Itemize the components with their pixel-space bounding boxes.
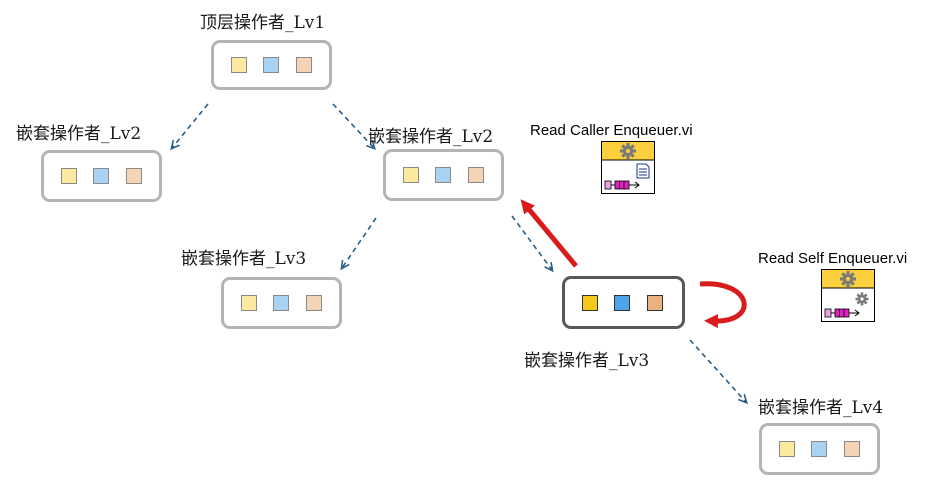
actor-square-blue xyxy=(273,295,289,311)
red-arrow-self-loop xyxy=(699,281,747,329)
arrow-lv3-to-lv4 xyxy=(689,339,746,402)
label-read-self-enqueuer: Read Self Enqueuer.vi xyxy=(758,250,908,267)
actor-square-peach xyxy=(126,168,142,184)
label-read-caller-enqueuer: Read Caller Enqueuer.vi xyxy=(530,122,693,139)
actor-square-peach xyxy=(468,167,484,183)
actor-square-blue xyxy=(93,168,109,184)
red-arrow-to-caller xyxy=(520,199,578,268)
actor-square-peach xyxy=(296,57,312,73)
actor-square-yellow xyxy=(582,295,598,311)
actor-square-yellow xyxy=(61,168,77,184)
actor-square-yellow xyxy=(241,295,257,311)
actor-node-lv2-right xyxy=(383,149,504,201)
arrow-lv2-to-lv3-left xyxy=(342,217,377,268)
actor-square-blue xyxy=(435,167,451,183)
actor-square-yellow xyxy=(403,167,419,183)
actor-node-top-lv1 xyxy=(211,40,332,90)
actor-square-yellow xyxy=(779,441,795,457)
label-nested-lv2-right: 嵌套操作者_Lv2 xyxy=(368,127,494,147)
label-nested-lv3-active: 嵌套操作者_Lv3 xyxy=(524,351,650,371)
actor-node-lv3-left xyxy=(221,277,342,329)
arrow-lv1-to-lv2-right xyxy=(332,103,374,148)
arrow-lv1-to-lv2-left xyxy=(172,103,209,148)
label-nested-lv3-left: 嵌套操作者_Lv3 xyxy=(181,249,307,269)
actor-square-peach xyxy=(844,441,860,457)
arrow-lv2-to-lv3-active xyxy=(511,215,552,270)
actor-node-lv2-left xyxy=(41,150,162,202)
label-nested-lv2-left: 嵌套操作者_Lv2 xyxy=(16,124,142,144)
actor-square-peach xyxy=(306,295,322,311)
actor-square-yellow xyxy=(231,57,247,73)
label-nested-lv4: 嵌套操作者_Lv4 xyxy=(758,398,884,418)
actor-square-blue xyxy=(811,441,827,457)
actor-square-blue xyxy=(263,57,279,73)
actor-square-peach xyxy=(647,295,663,311)
read-self-enqueuer-icon xyxy=(821,269,875,322)
label-top-lv1: 顶层操作者_Lv1 xyxy=(200,13,326,33)
actor-square-blue xyxy=(614,295,630,311)
read-caller-enqueuer-icon xyxy=(601,141,655,194)
actor-node-lv4 xyxy=(759,423,880,475)
actor-node-lv3-active xyxy=(562,276,685,329)
